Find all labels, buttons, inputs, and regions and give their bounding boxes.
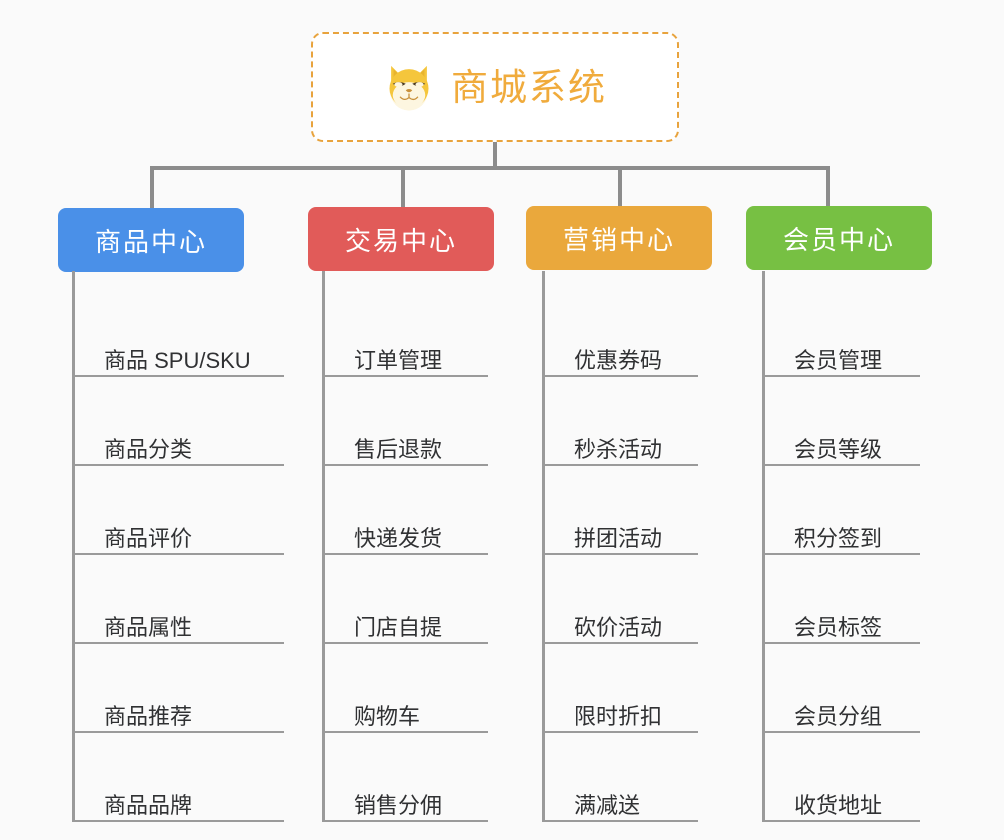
root-stem-connector (493, 142, 497, 169)
leaf-underline (542, 464, 698, 466)
leaf-item[interactable]: 会员管理 (762, 288, 930, 377)
leaf-item-label: 商品评价 (104, 525, 193, 551)
leaf-item[interactable]: 优惠券码 (542, 288, 708, 377)
leaf-item[interactable]: 会员标签 (762, 555, 930, 644)
leaf-underline (542, 731, 698, 733)
leaf-item[interactable]: 商品评价 (72, 466, 294, 555)
category-header-member[interactable]: 会员中心 (746, 206, 932, 270)
leaf-underline (762, 731, 920, 733)
leaf-underline (542, 820, 698, 822)
drop-connector-4 (826, 166, 830, 210)
shiba-dog-icon (389, 65, 429, 111)
category-header-trade[interactable]: 交易中心 (308, 207, 494, 271)
leaf-underline (762, 820, 920, 822)
root-node[interactable]: 商城系统 (311, 32, 679, 142)
leaf-underline (322, 464, 488, 466)
leaf-underline (322, 731, 488, 733)
branch-trunk-line (542, 271, 545, 822)
leaf-item-label: 订单管理 (354, 347, 443, 373)
leaf-underline (542, 375, 698, 377)
leaf-item-label: 会员管理 (794, 347, 883, 373)
leaf-item-label: 满减送 (574, 792, 641, 818)
leaf-underline (762, 553, 920, 555)
category-label: 商品中心 (94, 226, 207, 257)
leaf-item[interactable]: 销售分佣 (322, 733, 498, 822)
leaf-underline (322, 553, 488, 555)
leaf-underline (762, 642, 920, 644)
leaf-underline (322, 642, 488, 644)
branch-trunk-line (72, 271, 75, 822)
leaf-item[interactable]: 门店自提 (322, 555, 498, 644)
leaf-underline (322, 375, 488, 377)
leaf-item[interactable]: 满减送 (542, 733, 708, 822)
leaf-item[interactable]: 商品推荐 (72, 644, 294, 733)
leaf-item-label: 优惠券码 (574, 347, 663, 373)
category-label: 会员中心 (782, 224, 895, 255)
leaf-item[interactable]: 购物车 (322, 644, 498, 733)
drop-connector-2 (401, 166, 405, 210)
leaf-underline (72, 375, 284, 377)
leaf-item-label: 秒杀活动 (574, 436, 663, 462)
leaf-underline (72, 464, 284, 466)
leaf-item-label: 商品品牌 (104, 792, 193, 818)
leaf-item[interactable]: 秒杀活动 (542, 377, 708, 466)
leaf-underline (762, 464, 920, 466)
leaf-item[interactable]: 商品属性 (72, 555, 294, 644)
drop-connector-3 (618, 166, 622, 210)
leaf-item-label: 销售分佣 (354, 792, 443, 818)
leaf-item-label: 限时折扣 (574, 703, 663, 729)
leaf-item-label: 积分签到 (794, 525, 883, 551)
category-label: 交易中心 (344, 225, 457, 256)
leaf-item-label: 会员标签 (794, 614, 883, 640)
leaf-item[interactable]: 收货地址 (762, 733, 930, 822)
leaf-item[interactable]: 订单管理 (322, 288, 498, 377)
leaf-item-label: 售后退款 (354, 436, 443, 462)
leaf-underline (542, 642, 698, 644)
leaf-underline (762, 375, 920, 377)
leaf-item-label: 商品 SPU/SKU (104, 347, 251, 373)
category-header-marketing[interactable]: 营销中心 (526, 206, 712, 270)
horizontal-bus-connector (150, 166, 830, 170)
leaf-item[interactable]: 拼团活动 (542, 466, 708, 555)
leaf-item-label: 会员分组 (794, 703, 883, 729)
leaf-item[interactable]: 积分签到 (762, 466, 930, 555)
leaf-underline (542, 553, 698, 555)
leaf-item[interactable]: 砍价活动 (542, 555, 708, 644)
category-label: 营销中心 (562, 224, 675, 255)
leaf-item[interactable]: 限时折扣 (542, 644, 708, 733)
leaf-underline (72, 731, 284, 733)
leaf-underline (322, 820, 488, 822)
leaf-item[interactable]: 商品分类 (72, 377, 294, 466)
leaf-item[interactable]: 商品品牌 (72, 733, 294, 822)
leaf-item[interactable]: 快递发货 (322, 466, 498, 555)
leaf-item[interactable]: 商品 SPU/SKU (72, 288, 294, 377)
leaf-item-label: 商品推荐 (104, 703, 193, 729)
leaf-item-label: 收货地址 (794, 792, 883, 818)
leaf-underline (72, 820, 284, 822)
branch-trunk-line (322, 271, 325, 822)
root-title: 商城系统 (451, 66, 607, 108)
category-header-product[interactable]: 商品中心 (58, 208, 244, 272)
branch-trunk-line (762, 271, 765, 822)
leaf-item-label: 会员等级 (794, 436, 883, 462)
leaf-item-label: 商品分类 (104, 436, 193, 462)
drop-connector-1 (150, 166, 154, 210)
leaf-item[interactable]: 会员分组 (762, 644, 930, 733)
leaf-item[interactable]: 售后退款 (322, 377, 498, 466)
leaf-item-label: 商品属性 (104, 614, 193, 640)
leaf-underline (72, 642, 284, 644)
leaf-item-label: 拼团活动 (574, 525, 663, 551)
leaf-item-label: 快递发货 (354, 525, 443, 551)
leaf-item-label: 购物车 (354, 703, 421, 729)
leaf-underline (72, 553, 284, 555)
leaf-item-label: 砍价活动 (574, 614, 663, 640)
leaf-item-label: 门店自提 (354, 614, 443, 640)
leaf-item[interactable]: 会员等级 (762, 377, 930, 466)
